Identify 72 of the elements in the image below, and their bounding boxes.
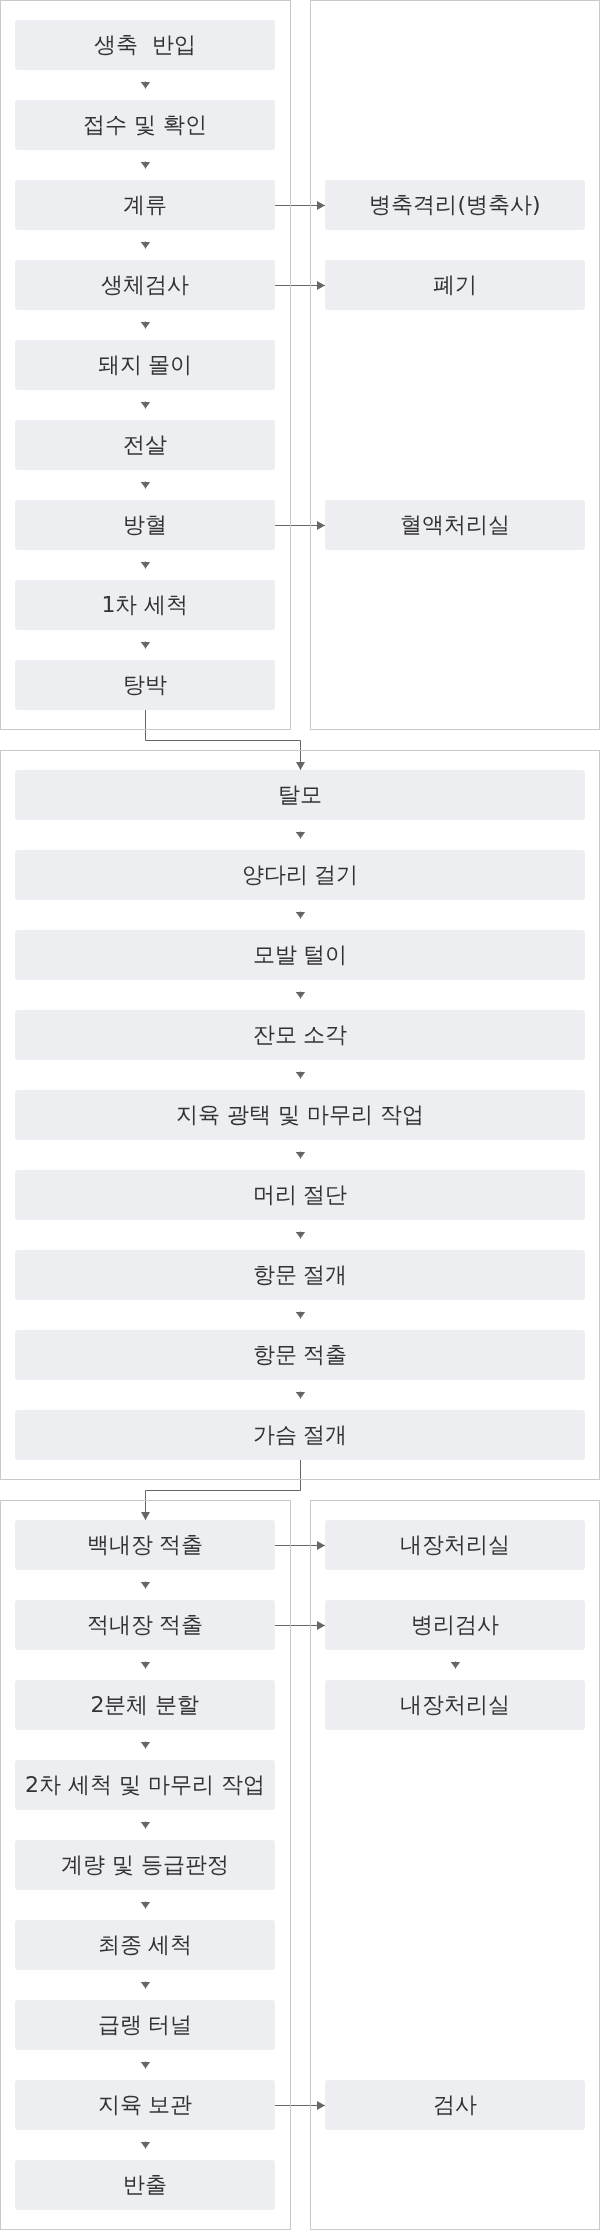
arrowhead xyxy=(295,1071,306,1079)
process-box: 방혈 xyxy=(15,500,275,550)
arrowhead xyxy=(140,1981,151,1989)
arrowhead xyxy=(140,1821,151,1829)
process-box: 폐기 xyxy=(325,260,585,310)
process-box: 탈모 xyxy=(15,770,585,820)
process-box: 생축 반입 xyxy=(15,20,275,70)
arrowhead xyxy=(140,241,151,249)
panel xyxy=(0,1500,291,2230)
arrowhead xyxy=(140,1661,151,1669)
arrowhead xyxy=(295,1231,306,1239)
arrowhead xyxy=(140,81,151,89)
process-box: 지육 보관 xyxy=(15,2080,275,2130)
arrow xyxy=(274,2101,326,2110)
arrowhead xyxy=(295,1391,306,1399)
process-box: 머리 절단 xyxy=(15,1170,585,1220)
arrow xyxy=(141,1459,301,1521)
process-box: 양다리 걸기 xyxy=(15,850,585,900)
arrowhead xyxy=(140,561,151,569)
process-box: 병리검사 xyxy=(325,1600,585,1650)
process-box: 항문 절개 xyxy=(15,1250,585,1300)
process-box: 항문 적출 xyxy=(15,1330,585,1380)
arrow xyxy=(274,521,326,530)
panel xyxy=(310,0,600,730)
arrowhead xyxy=(295,831,306,839)
arrow xyxy=(274,201,326,210)
process-box: 접수 및 확인 xyxy=(15,100,275,150)
process-box: 적내장 적출 xyxy=(15,1600,275,1650)
process-box: 계량 및 등급판정 xyxy=(15,1840,275,1890)
process-box: 탕박 xyxy=(15,660,275,710)
arrowhead xyxy=(140,321,151,329)
process-box: 계류 xyxy=(15,180,275,230)
arrowhead xyxy=(140,2061,151,2069)
arrowhead xyxy=(295,911,306,919)
process-box: 지육 광택 및 마무리 작업 xyxy=(15,1090,585,1140)
arrowhead xyxy=(295,1151,306,1159)
arrow xyxy=(274,1541,326,1550)
process-box: 최종 세척 xyxy=(15,1920,275,1970)
process-box: 백내장 적출 xyxy=(15,1520,275,1570)
process-box: 병축격리(병축사) xyxy=(325,180,585,230)
arrowhead xyxy=(140,401,151,409)
process-box: 내장처리실 xyxy=(325,1680,585,1730)
process-box: 전살 xyxy=(15,420,275,470)
arrow xyxy=(145,709,305,771)
arrowhead xyxy=(140,2141,151,2149)
arrowhead xyxy=(140,1901,151,1909)
process-box: 2분체 분할 xyxy=(15,1680,275,1730)
arrow xyxy=(274,1621,326,1630)
arrowhead xyxy=(295,991,306,999)
arrowhead xyxy=(450,1661,461,1669)
arrowhead xyxy=(140,1741,151,1749)
arrowhead xyxy=(140,161,151,169)
process-box: 모발 털이 xyxy=(15,930,585,980)
process-box: 2차 세척 및 마무리 작업 xyxy=(15,1760,275,1810)
process-box: 혈액처리실 xyxy=(325,500,585,550)
panel xyxy=(0,0,291,730)
process-box: 반출 xyxy=(15,2160,275,2210)
panel xyxy=(0,750,600,1480)
process-box: 돼지 몰이 xyxy=(15,340,275,390)
arrowhead xyxy=(140,1581,151,1589)
process-box: 잔모 소각 xyxy=(15,1010,585,1060)
process-box: 내장처리실 xyxy=(325,1520,585,1570)
process-box: 검사 xyxy=(325,2080,585,2130)
process-box: 1차 세척 xyxy=(15,580,275,630)
process-box: 급랭 터널 xyxy=(15,2000,275,2050)
arrowhead xyxy=(140,481,151,489)
panel xyxy=(310,1500,600,2230)
process-box: 생체검사 xyxy=(15,260,275,310)
arrowhead xyxy=(140,641,151,649)
arrowhead xyxy=(295,1311,306,1319)
process-box: 가슴 절개 xyxy=(15,1410,585,1460)
arrow xyxy=(274,281,326,290)
